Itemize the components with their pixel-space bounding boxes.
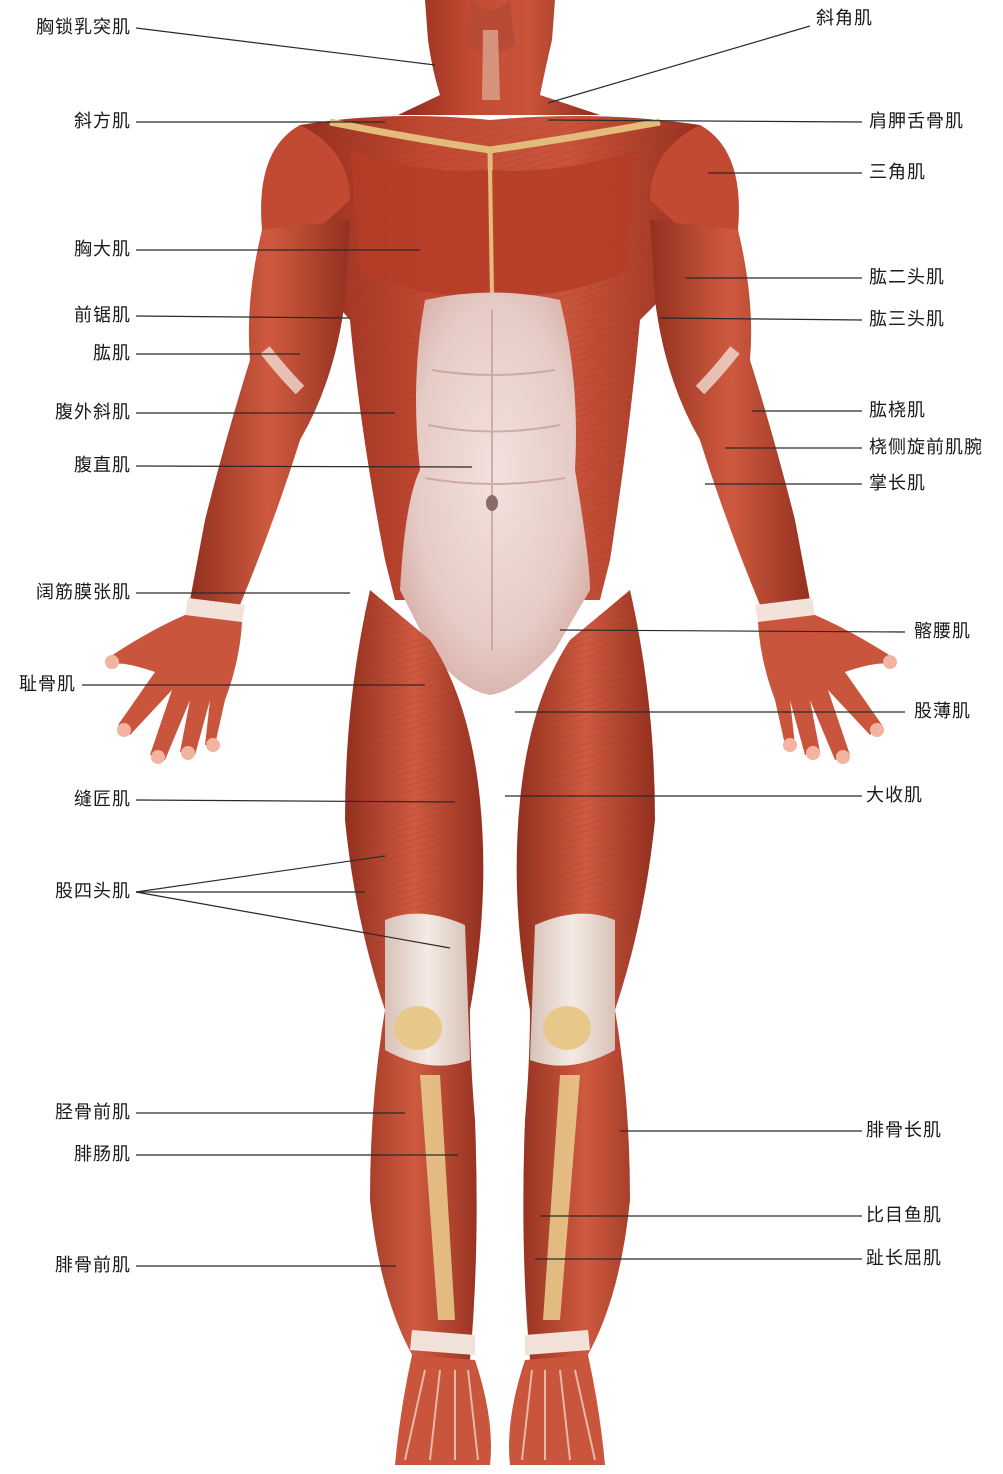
label-peroneus-longus: 腓骨长肌 — [866, 1120, 942, 1142]
label-brachialis: 肱肌 — [93, 343, 131, 365]
label-pectoralis-major: 胸大肌 — [74, 239, 131, 261]
label-tibialis-anterior: 胫骨前肌 — [55, 1102, 131, 1124]
label-trapezius: 斜方肌 — [74, 111, 131, 133]
label-deltoid: 三角肌 — [869, 162, 926, 184]
label-gastrocnemius: 腓肠肌 — [74, 1144, 131, 1166]
label-pectineus: 耻骨肌 — [19, 674, 76, 696]
label-rectus-abdominis: 腹直肌 — [74, 455, 131, 477]
label-triceps: 肱三头肌 — [869, 309, 945, 331]
label-quadriceps: 股四头肌 — [55, 881, 131, 903]
label-gracilis: 股薄肌 — [914, 701, 971, 723]
label-biceps: 肱二头肌 — [869, 267, 945, 289]
label-adductor-magnus: 大收肌 — [866, 785, 923, 807]
label-flexor-digitorum-longus: 趾长屈肌 — [866, 1248, 942, 1270]
label-soleus: 比目鱼肌 — [866, 1205, 942, 1227]
label-brachioradialis: 肱桡肌 — [869, 400, 926, 422]
label-palmaris-longus: 掌长肌 — [869, 473, 926, 495]
label-sternocleidomastoid: 胸锁乳突肌 — [36, 17, 131, 39]
label-sartorius: 缝匠肌 — [74, 789, 131, 811]
label-omohyoid: 肩胛舌骨肌 — [869, 111, 964, 133]
label-iliopsoas: 髂腰肌 — [914, 621, 971, 643]
label-serratus-anterior: 前锯肌 — [74, 305, 131, 327]
label-scalene: 斜角肌 — [816, 8, 873, 30]
label-external-oblique: 腹外斜肌 — [55, 402, 131, 424]
label-tensor-fasciae-latae: 阔筋膜张肌 — [36, 582, 131, 604]
label-peroneus-tertius: 腓骨前肌 — [55, 1255, 131, 1277]
label-flexor-carpi-radialis: 桡侧旋前肌腕 — [869, 437, 983, 459]
